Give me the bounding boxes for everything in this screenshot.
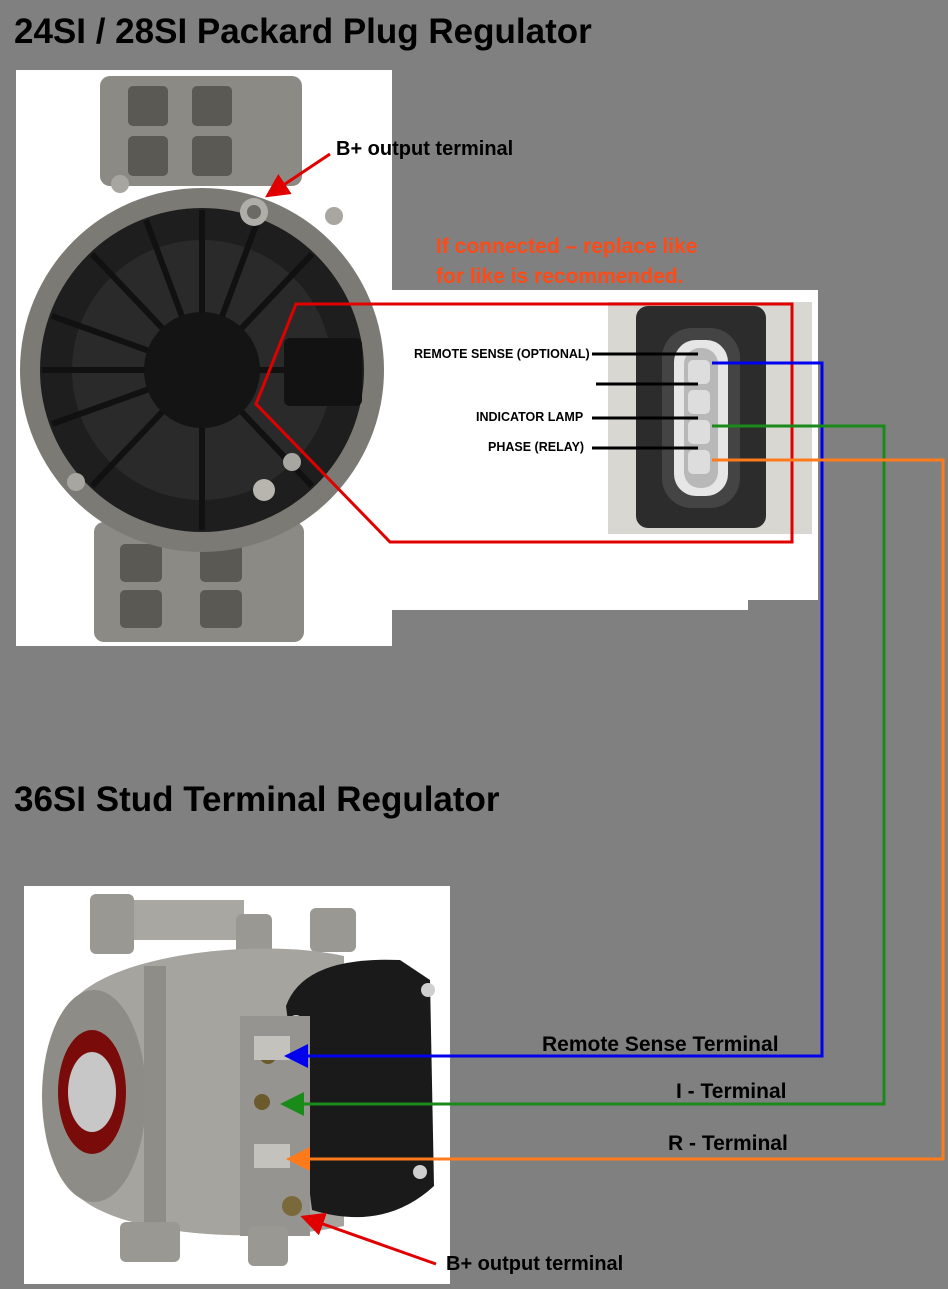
connector-inset (392, 290, 818, 600)
top-b-plus-label: B+ output terminal (336, 138, 514, 160)
warning-line-2: for like is recommended. (436, 265, 684, 288)
i-terminal-label: I - Terminal (676, 1080, 787, 1103)
connector-inset-image (592, 302, 812, 534)
r-terminal-label: R - Terminal (668, 1132, 788, 1155)
i-terminal-wire (280, 424, 886, 1116)
warning-line-1: If connected – replace like (436, 235, 698, 258)
bottom-b-plus-arrow (300, 1212, 437, 1266)
callout-highlight-outline (254, 302, 794, 544)
stud-alternator-photo (24, 886, 450, 1284)
top-heading: 24SI / 28SI Packard Plug Regulator (14, 12, 592, 51)
r-terminal-wire (286, 458, 945, 1171)
stud-alternator-image (42, 894, 435, 1266)
warning-note: If connected – replace like for like is … (436, 232, 697, 292)
bottom-heading: 36SI Stud Terminal Regulator (14, 780, 500, 819)
pin-label-phase: PHASE (RELAY) (488, 440, 585, 454)
pin-label-remote-sense: REMOTE SENSE (OPTIONAL) (414, 347, 590, 361)
remote-sense-terminal-label: Remote Sense Terminal (542, 1033, 779, 1056)
top-b-plus-arrow (265, 152, 331, 198)
packard-alternator-image (20, 76, 384, 642)
pin-label-indicator-lamp: INDICATOR LAMP (476, 410, 584, 424)
packard-alternator-photo (16, 70, 392, 646)
inset-shadow (392, 598, 748, 610)
bottom-b-plus-label: B+ output terminal (446, 1253, 624, 1275)
remote-sense-wire (284, 361, 824, 1068)
